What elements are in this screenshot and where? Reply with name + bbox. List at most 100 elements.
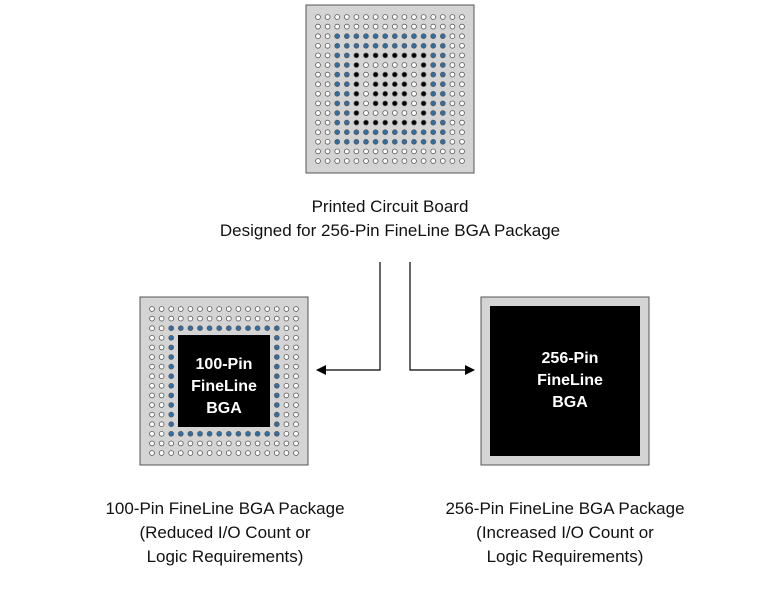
- package-100-pad: [254, 325, 261, 332]
- pcb-pad: [420, 33, 427, 39]
- package-100-pad: [245, 440, 251, 447]
- pcb-pad: [411, 158, 417, 164]
- package-100-caption-line-2: (Reduced I/O Count or: [139, 523, 311, 542]
- pcb-pad: [363, 139, 369, 145]
- pcb-pad: [391, 100, 398, 107]
- pcb-pad: [382, 23, 389, 30]
- package-100-pad: [149, 325, 155, 332]
- pcb-pad: [324, 42, 331, 49]
- package-100-pad: [178, 440, 184, 447]
- package-100-pad: [293, 325, 299, 332]
- pcb-pad: [334, 62, 341, 68]
- pcb-pad: [315, 158, 321, 164]
- package-100-pad: [264, 440, 271, 447]
- package-100-pad: [197, 450, 203, 456]
- package-100-pad: [206, 430, 213, 437]
- pcb-pad: [324, 148, 331, 155]
- package-100-pad: [197, 440, 203, 447]
- pcb-pad: [363, 129, 369, 136]
- pcb-pad: [382, 91, 389, 97]
- pcb-pad: [430, 71, 437, 78]
- pcb-pad: [382, 14, 389, 20]
- pcb-pad: [343, 33, 350, 39]
- package-100-pad: [158, 392, 165, 399]
- pcb-pad: [343, 158, 350, 164]
- package-100-pad: [283, 354, 290, 360]
- package-100-pad: [226, 315, 232, 322]
- pcb-pad: [382, 81, 389, 87]
- pcb-pad: [391, 23, 398, 30]
- pcb-pad: [315, 52, 321, 59]
- package-100-pad: [293, 430, 299, 437]
- pcb-pad: [439, 62, 446, 68]
- package-100-pad: [168, 430, 175, 437]
- package-100-pad: [293, 411, 299, 418]
- package-100-pad: [149, 373, 155, 380]
- package-100-pad: [168, 334, 175, 341]
- pcb-pad: [439, 110, 446, 116]
- package-100-pad: [149, 411, 155, 418]
- pcb-caption-line-1: Printed Circuit Board: [311, 197, 469, 216]
- pcb-pad: [420, 110, 427, 116]
- package-100-pad: [254, 430, 261, 437]
- pcb-pad: [449, 110, 456, 116]
- pcb-pad: [324, 81, 331, 87]
- package-100-pad: [226, 450, 232, 456]
- pcb-pad: [334, 23, 341, 30]
- pcb-pad: [324, 158, 331, 164]
- arrow-to-256-pin: [409, 262, 475, 375]
- pcb-pad: [353, 81, 360, 87]
- package-100-pad: [235, 440, 242, 447]
- package-100-pad: [168, 421, 175, 428]
- package-100-pad: [245, 430, 251, 437]
- pcb-pad: [439, 42, 446, 49]
- package-100-pad: [235, 306, 242, 312]
- package-256-caption: 256-Pin FineLine BGA Package (Increased …: [390, 497, 740, 569]
- package-100-pad: [206, 315, 213, 322]
- package-100-pad: [149, 306, 155, 312]
- package-100-pad: [168, 402, 175, 408]
- package-100-pad: [197, 325, 203, 332]
- package-256-die-label: 256-Pin FineLine BGA: [495, 348, 645, 414]
- pcb-pad: [372, 62, 379, 68]
- package-100-pad: [293, 402, 299, 408]
- pcb-pad: [391, 52, 398, 59]
- package-100-pad: [283, 430, 290, 437]
- pcb-pad: [372, 52, 379, 59]
- pcb-pad: [459, 42, 465, 49]
- package-100-pad: [158, 411, 165, 418]
- package-256-pin: [480, 296, 650, 466]
- package-100-pad: [187, 306, 194, 312]
- package-100-pad: [245, 325, 251, 332]
- package-100-pad: [293, 373, 299, 380]
- package-100-pin: [139, 296, 309, 466]
- package-100-pad: [149, 344, 155, 351]
- pcb-pad: [353, 42, 360, 49]
- pcb-pad: [449, 119, 456, 126]
- package-100-pad: [187, 450, 194, 456]
- pcb-pad: [449, 158, 456, 164]
- pcb-caption-line-2: Designed for 256-Pin FineLine BGA Packag…: [219, 221, 561, 240]
- pcb-pad: [372, 91, 379, 97]
- package-100-pad: [158, 440, 165, 447]
- package-100-pad: [158, 306, 165, 312]
- pcb-pad: [420, 148, 427, 155]
- package-100-pad: [293, 363, 299, 370]
- package-100-die-label-line-3: BGA: [206, 400, 242, 417]
- package-100-pad: [273, 354, 280, 360]
- package-100-pad: [168, 450, 175, 456]
- pcb-pad: [353, 139, 360, 145]
- package-100-pad: [273, 440, 280, 447]
- pcb-pad: [353, 119, 360, 126]
- package-100-pad: [178, 315, 184, 322]
- pcb-pad: [382, 119, 389, 126]
- package-100-pad: [264, 325, 271, 332]
- pcb-pad: [391, 91, 398, 97]
- pcb-pad: [343, 100, 350, 107]
- pcb-pad: [411, 110, 417, 116]
- pcb-pad: [343, 42, 350, 49]
- pcb-pad: [324, 23, 331, 30]
- pcb-pad: [459, 91, 465, 97]
- pcb-pad: [439, 14, 446, 20]
- package-100-pad: [226, 440, 232, 447]
